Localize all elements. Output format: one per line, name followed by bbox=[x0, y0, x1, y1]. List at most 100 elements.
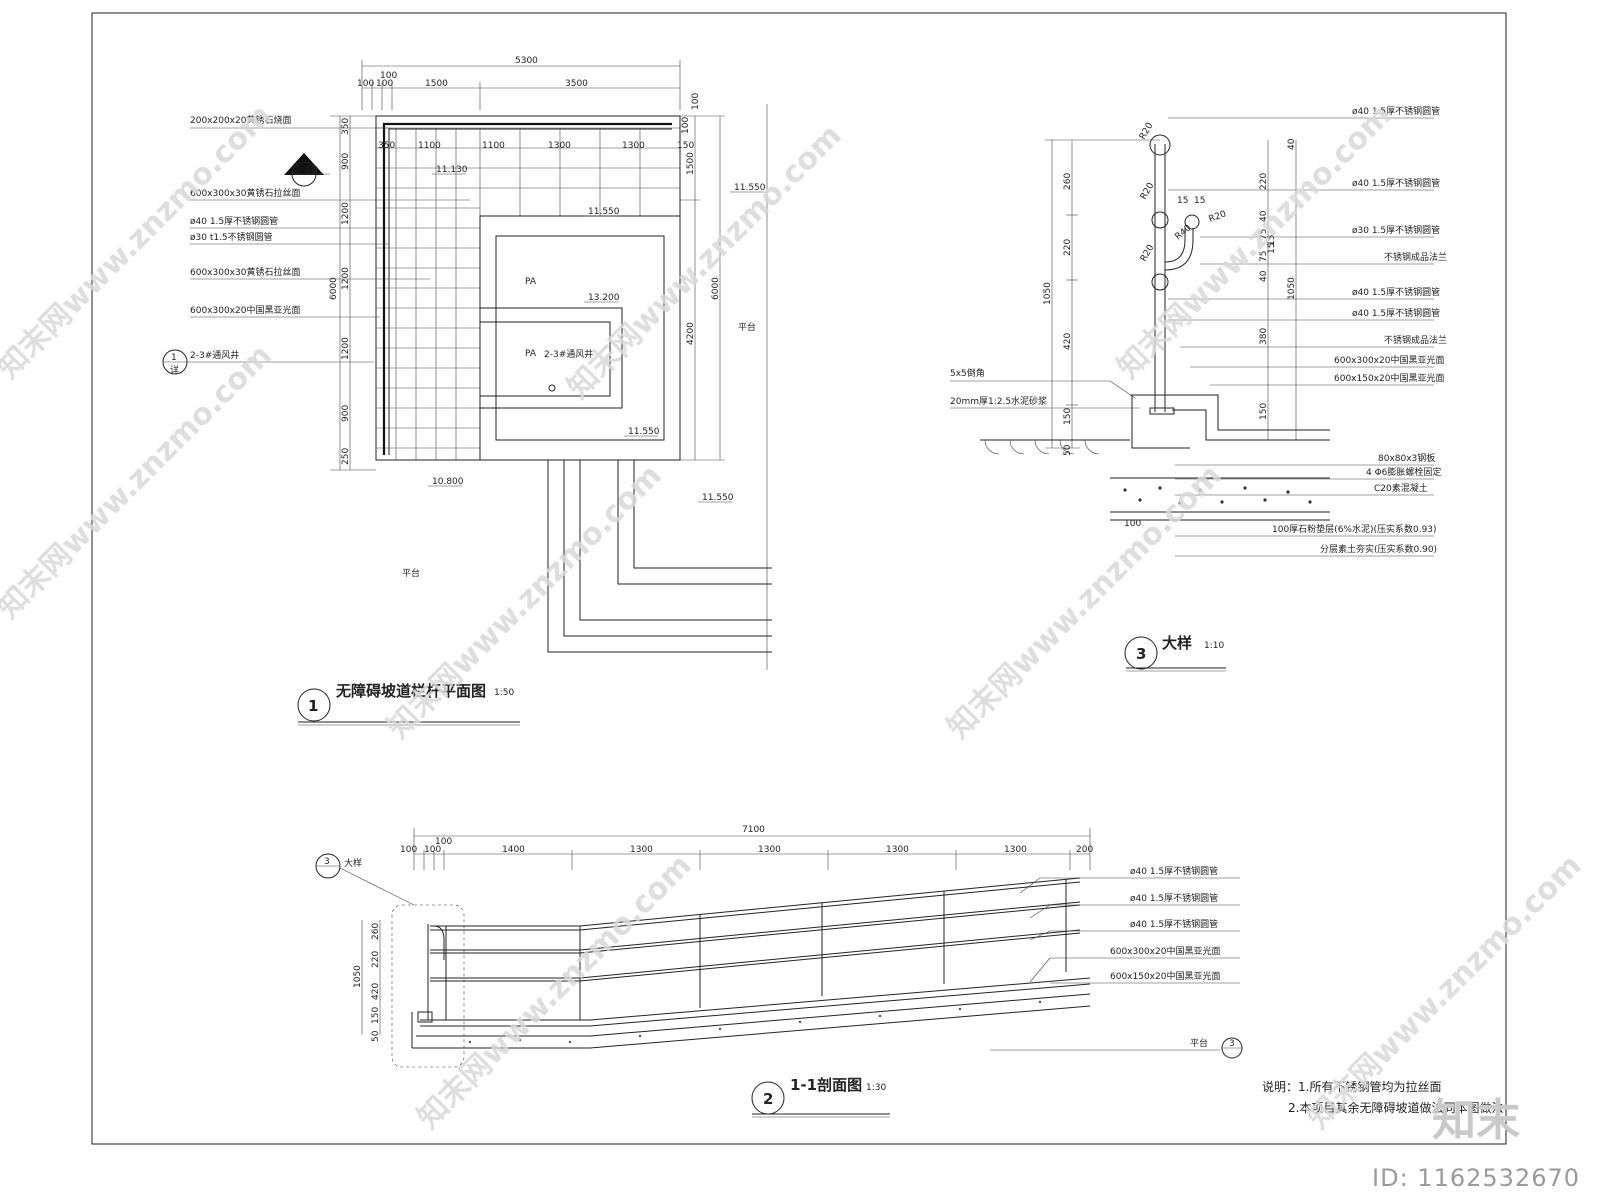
plan-dim-total: 5300 bbox=[515, 56, 538, 66]
plan-elev-3: 11.550 bbox=[628, 427, 660, 437]
plan-dim-left-3: 1200 bbox=[341, 267, 351, 290]
detail-scale: 1:10 bbox=[1204, 641, 1224, 651]
note-line-2: 2.本项目其余无障碍坡道做法同本图做法 bbox=[1288, 1100, 1503, 1115]
detail-right-label-5: ø40 1.5厚不锈钢圆管 bbox=[1352, 307, 1440, 319]
detail-dim-right-2: 40 bbox=[1259, 210, 1269, 222]
detail-radius-1: R20 bbox=[1139, 181, 1157, 202]
detail-dim-right-4: 15 bbox=[1267, 235, 1277, 246]
detail-radius-3: R20 bbox=[1139, 243, 1157, 264]
section-dim-left-0: 260 bbox=[371, 923, 381, 940]
plan-inner-ref: 2-3#通风井 bbox=[544, 348, 593, 360]
detail-bottom-label-3: 100厚石粉垫层(6%水泥)(压实系数0.93) bbox=[1272, 523, 1437, 535]
brand-logo: 知末 bbox=[1432, 1095, 1520, 1146]
section-dim-5: 1300 bbox=[758, 845, 781, 855]
plan-elev-6: 11.550 bbox=[702, 493, 734, 503]
detail-title-block: 3 大样 1:10 bbox=[1124, 634, 1226, 672]
plan-paving-grid bbox=[376, 127, 680, 460]
section-scale: 1:30 bbox=[866, 1083, 886, 1093]
detail-bottom-label-1: 4 Φ6膨胀螺栓固定 bbox=[1366, 466, 1441, 478]
section-platform-label: 平台 bbox=[1190, 1037, 1208, 1049]
watermark-4: 知末网www.znzmo.com bbox=[381, 458, 669, 746]
plan-label-0: 200x200x20黄锈石烧面 bbox=[190, 114, 291, 126]
plan-pa-0: PA bbox=[525, 277, 537, 287]
plan-dim-b: 100 bbox=[380, 71, 397, 81]
detail-dim-left-4: 1050 bbox=[1043, 282, 1053, 305]
detail-radius-2: R40 bbox=[1174, 223, 1194, 242]
detail-right-label-2: ø30 1.5厚不锈钢圆管 bbox=[1352, 224, 1440, 236]
plan-ref-mark: 1 详 2-3#通风井 bbox=[162, 349, 374, 376]
plan-dim-left-total: 6000 bbox=[329, 277, 339, 300]
plan-handrail bbox=[382, 122, 672, 455]
plan-dim-d: 1500 bbox=[425, 79, 448, 89]
section-detail-ref: 3 大样 bbox=[315, 853, 465, 1068]
section-dim-left-1: 220 bbox=[371, 951, 381, 968]
detail-dim-left-2: 420 bbox=[1063, 333, 1073, 350]
section-label-0: ø40 1.5厚不锈钢圆管 bbox=[1130, 865, 1218, 877]
plan-elev-2: 13.200 bbox=[588, 293, 620, 303]
section-dim-2: 100 bbox=[424, 845, 441, 855]
detail-right-label-3: 不锈钢成品法兰 bbox=[1384, 251, 1447, 263]
id-text: ID: 1162532670 bbox=[1372, 1164, 1580, 1192]
plan-pa-1: PA bbox=[525, 349, 537, 359]
note-line-1: 说明：1.所有不锈钢管均为拉丝面 bbox=[1262, 1079, 1441, 1094]
detail-left-label-1: 20mm厚1:2.5水泥砂浆 bbox=[950, 395, 1047, 407]
section-dim-6: 1300 bbox=[886, 845, 909, 855]
section-platform-mark: 平台 3 bbox=[990, 1037, 1243, 1059]
section-dim-left-4: 150 bbox=[371, 1007, 381, 1024]
detail-radius-4: R20 bbox=[1208, 209, 1228, 225]
plan-ramp-lines bbox=[547, 460, 772, 653]
section-dim-total: 7100 bbox=[742, 825, 765, 835]
detail-right-label-1: ø40 1.5厚不锈钢圆管 bbox=[1352, 177, 1440, 189]
plan-inner-dim-4: 1300 bbox=[622, 141, 645, 151]
plan-platform-1: 平台 bbox=[402, 567, 420, 579]
detail-bottom-label-0: 80x80x3钢板 bbox=[1378, 452, 1435, 464]
plan-dim-e: 3500 bbox=[565, 79, 588, 89]
section-detail-ref-text: 大样 bbox=[344, 857, 362, 869]
detail-right-label-8: 600x150x20中国黑亚光面 bbox=[1334, 372, 1444, 384]
section-dim-0: 100 bbox=[400, 845, 417, 855]
watermark-3: 知末网www.znzmo.com bbox=[0, 338, 279, 626]
detail-dim-right-9: 380 bbox=[1259, 328, 1269, 345]
section-title: 1-1剖面图 bbox=[790, 1076, 862, 1094]
plan-elev-0: 11.130 bbox=[436, 165, 468, 175]
plan-label-2: ø40 1.5厚不锈钢圆管 bbox=[190, 215, 278, 227]
section-dim-left-5: 50 bbox=[371, 1030, 381, 1042]
section-dim-left-3: 420 bbox=[371, 983, 381, 1000]
watermark-6: 知末网www.znzmo.com bbox=[411, 848, 699, 1136]
plan-inner-dim-3: 1300 bbox=[548, 141, 571, 151]
section-dim-7: 1300 bbox=[1004, 845, 1027, 855]
plan-title-block: 1 无障碍坡道栏杆平面图 1:50 bbox=[297, 682, 520, 726]
section-dim-4: 1300 bbox=[630, 845, 653, 855]
plan-ref-mark-num: 1 bbox=[171, 353, 177, 363]
detail-right-label-6: 不锈钢成品法兰 bbox=[1384, 334, 1447, 346]
plan-dim-a: 100 bbox=[357, 79, 374, 89]
plan-inner-dim-6: 100 bbox=[691, 93, 701, 110]
detail-small-0: 15 bbox=[1177, 196, 1188, 206]
section-view: 7100 100 100 100 1400 1300 1300 1300 130… bbox=[315, 825, 1243, 1118]
plan-dim-left-1: 900 bbox=[341, 153, 351, 170]
plan-inner-dim-1: 1100 bbox=[418, 141, 441, 151]
plan-material-labels: 200x200x20黄锈石烧面 600x300x30黄锈石拉丝面 ø40 1.5… bbox=[190, 114, 470, 318]
section-platform-mark-num: 3 bbox=[1229, 1039, 1235, 1049]
plan-elev-1: 11.550 bbox=[588, 207, 620, 217]
section-label-3: 600x300x20中国黑亚光面 bbox=[1110, 945, 1220, 957]
section-dim-8: 200 bbox=[1076, 845, 1093, 855]
detail-title-num: 3 bbox=[1136, 645, 1146, 663]
plan-label-5: 600x300x20中国黑亚光面 bbox=[190, 304, 300, 316]
notes: 说明：1.所有不锈钢管均为拉丝面 2.本项目其余无障碍坡道做法同本图做法 bbox=[1262, 1079, 1503, 1115]
plan-elev-5: 11.550 bbox=[734, 183, 766, 193]
plan-section-mark-sheet: LD bbox=[306, 165, 318, 175]
plan-dim-right-1: 6000 bbox=[711, 277, 721, 300]
plan-inner-dim-2: 1100 bbox=[482, 141, 505, 151]
detail-dim-right-7: 40 bbox=[1259, 270, 1269, 282]
section-handrails bbox=[427, 877, 1081, 1020]
plan-dim-left-6: 250 bbox=[341, 448, 351, 465]
detail-view: 260 220 420 150 1050 50 40 220 40 75 15 … bbox=[950, 105, 1447, 672]
detail-right-label-4: ø40 1.5厚不锈钢圆管 bbox=[1352, 286, 1440, 298]
plan-elev-4: 10.800 bbox=[432, 477, 464, 487]
plan-label-1: 600x300x30黄锈石拉丝面 bbox=[190, 187, 300, 199]
plan-dim-left-2: 1200 bbox=[341, 202, 351, 225]
watermarks: 知末网www.znzmo.com 知末网www.znzmo.com 知末网www… bbox=[0, 98, 1589, 1136]
detail-title: 大样 bbox=[1162, 634, 1192, 652]
